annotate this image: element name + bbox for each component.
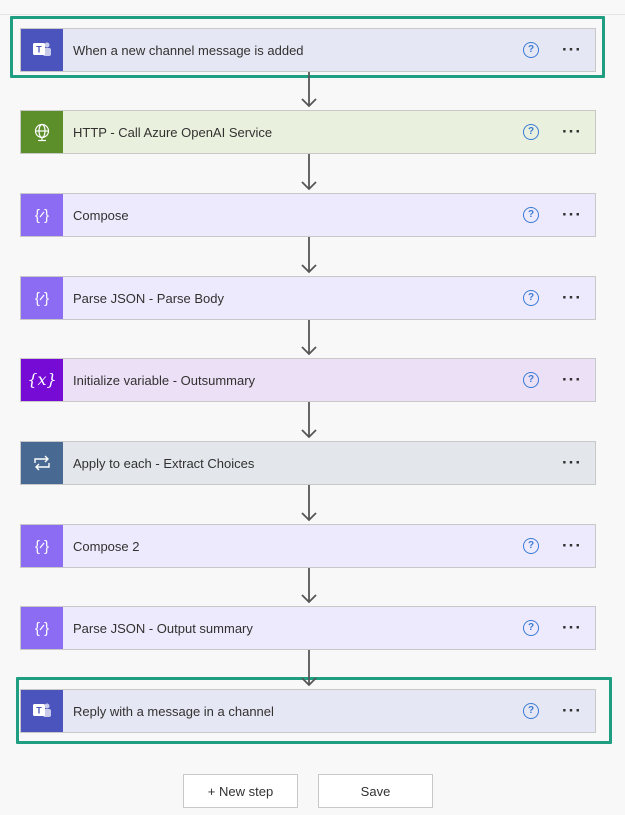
more-options-icon[interactable]: ··· bbox=[562, 40, 582, 59]
highlight-box-reply bbox=[16, 677, 612, 744]
more-options-icon[interactable]: ··· bbox=[562, 288, 582, 307]
connector-arrow bbox=[301, 72, 317, 108]
teams-icon: T bbox=[21, 690, 63, 732]
svg-text:{ }: { } bbox=[35, 538, 49, 555]
compose-icon: { } bbox=[21, 194, 63, 236]
step-title: Apply to each - Extract Choices bbox=[73, 455, 255, 471]
flow-step-compose-2[interactable]: { } Compose 2 ? ··· bbox=[20, 524, 596, 568]
flow-step-trigger[interactable]: T When a new channel message is added ? … bbox=[20, 28, 596, 72]
step-title: Parse JSON - Parse Body bbox=[73, 290, 224, 306]
step-title: Reply with a message in a channel bbox=[73, 703, 274, 719]
more-options-icon[interactable]: ··· bbox=[562, 205, 582, 224]
more-options-icon[interactable]: ··· bbox=[562, 536, 582, 555]
step-title: When a new channel message is added bbox=[73, 42, 304, 58]
help-icon[interactable]: ? bbox=[523, 124, 539, 140]
more-options-icon[interactable]: ··· bbox=[562, 453, 582, 472]
help-icon[interactable]: ? bbox=[523, 290, 539, 306]
help-icon[interactable]: ? bbox=[523, 42, 539, 58]
flow-step-parse-json-body[interactable]: { } Parse JSON - Parse Body ? ··· bbox=[20, 276, 596, 320]
flow-step-reply-message[interactable]: T Reply with a message in a channel ? ··… bbox=[20, 689, 596, 733]
svg-text:T: T bbox=[36, 706, 42, 716]
more-options-icon[interactable]: ··· bbox=[562, 122, 582, 141]
step-title: Initialize variable - Outsummary bbox=[73, 372, 256, 388]
help-icon[interactable]: ? bbox=[523, 703, 539, 719]
help-icon[interactable]: ? bbox=[523, 207, 539, 223]
teams-icon: T bbox=[21, 29, 63, 71]
svg-text:{ }: { } bbox=[35, 207, 49, 224]
svg-text:{x}: {x} bbox=[29, 370, 55, 389]
flow-step-http[interactable]: HTTP - Call Azure OpenAI Service ? ··· bbox=[20, 110, 596, 154]
compose-icon: { } bbox=[21, 607, 63, 649]
svg-text:{ }: { } bbox=[35, 620, 49, 637]
flow-step-parse-json-output[interactable]: { } Parse JSON - Output summary ? ··· bbox=[20, 606, 596, 650]
step-title: HTTP - Call Azure OpenAI Service bbox=[73, 124, 273, 140]
variable-icon: {x} bbox=[21, 359, 63, 401]
connector-arrow bbox=[301, 650, 317, 687]
more-options-icon[interactable]: ··· bbox=[562, 370, 582, 389]
connector-arrow bbox=[301, 402, 317, 439]
connector-arrow bbox=[301, 237, 317, 274]
new-step-button[interactable]: + New step bbox=[183, 774, 298, 808]
svg-text:{ }: { } bbox=[35, 290, 49, 307]
flow-step-apply-to-each[interactable]: Apply to each - Extract Choices ··· bbox=[20, 441, 596, 485]
flow-step-compose[interactable]: { } Compose ? ··· bbox=[20, 193, 596, 237]
connector-arrow bbox=[301, 320, 317, 356]
globe-icon bbox=[21, 111, 63, 153]
help-icon[interactable]: ? bbox=[523, 538, 539, 554]
step-title: Parse JSON - Output summary bbox=[73, 620, 253, 636]
connector-arrow bbox=[301, 485, 317, 522]
save-button[interactable]: Save bbox=[318, 774, 433, 808]
step-title: Compose 2 bbox=[73, 538, 140, 554]
help-icon[interactable]: ? bbox=[523, 620, 539, 636]
more-options-icon[interactable]: ··· bbox=[562, 618, 582, 637]
loop-icon bbox=[21, 442, 63, 484]
highlight-box-trigger bbox=[10, 16, 605, 78]
connector-arrow bbox=[301, 154, 317, 191]
flow-step-initialize-variable[interactable]: {x} Initialize variable - Outsummary ? ·… bbox=[20, 358, 596, 402]
step-title: Compose bbox=[73, 207, 129, 223]
svg-text:T: T bbox=[36, 45, 42, 55]
compose-icon: { } bbox=[21, 525, 63, 567]
more-options-icon[interactable]: ··· bbox=[562, 701, 582, 720]
top-divider bbox=[0, 14, 625, 15]
compose-icon: { } bbox=[21, 277, 63, 319]
help-icon[interactable]: ? bbox=[523, 372, 539, 388]
connector-arrow bbox=[301, 568, 317, 604]
